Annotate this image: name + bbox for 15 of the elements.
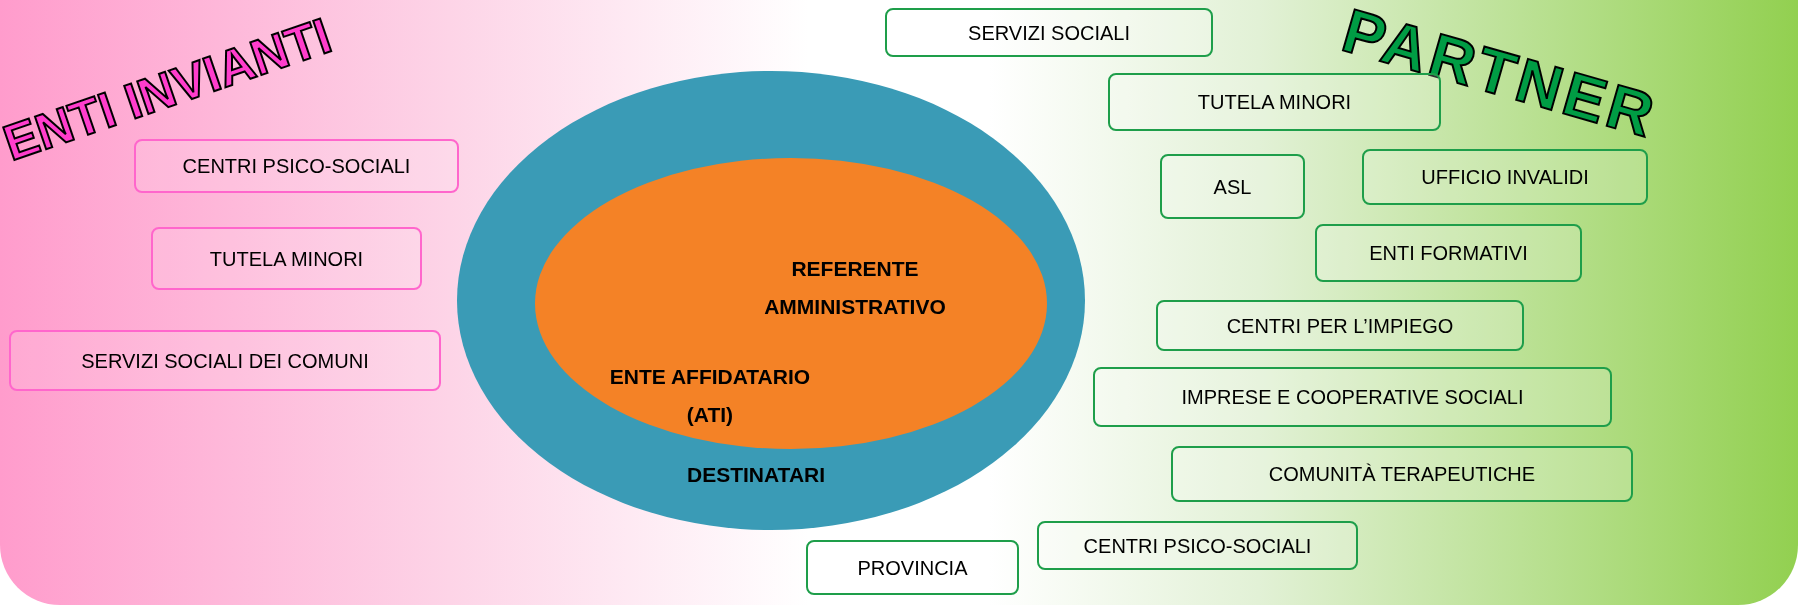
ellipse-label: ENTE AFFIDATARIO (ATI) [608,364,812,428]
ellipse-label: DESTINATARI [687,462,826,488]
entity-box: ENTI FORMATIVI [1315,224,1582,282]
entity-box: UFFICIO INVALIDI [1362,149,1648,205]
entity-box: CENTRI PSICO-SOCIALI [1037,521,1358,570]
entity-box: CENTRI PER L’IMPIEGO [1156,300,1524,351]
entity-box: CENTRI PSICO-SOCIALI [134,139,459,193]
entity-box: ASL [1160,154,1305,219]
entity-box: PROVINCIA [806,540,1019,595]
entity-box: COMUNITÀ TERAPEUTICHE [1171,446,1633,502]
entity-box: TUTELA MINORI [151,227,422,290]
ellipse-label: REFERENTE AMMINISTRATIVO [763,256,947,320]
entity-box: SERVIZI SOCIALI DEI COMUNI [9,330,441,391]
entity-box: SERVIZI SOCIALI [885,8,1213,57]
entity-box: IMPRESE E COOPERATIVE SOCIALI [1093,367,1612,427]
